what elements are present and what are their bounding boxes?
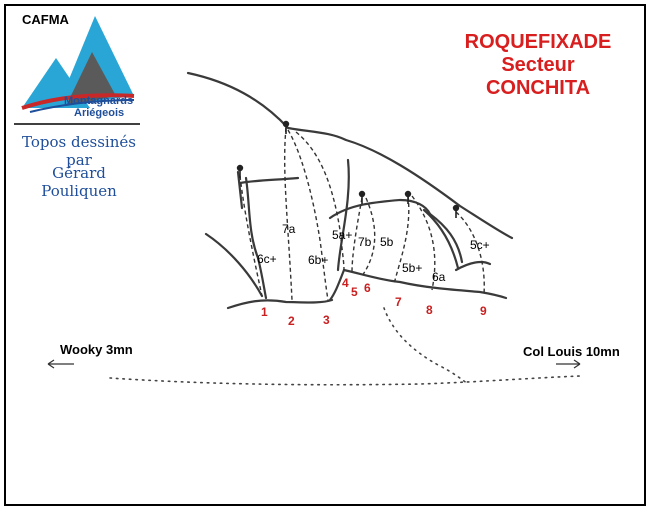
base-left	[226, 298, 334, 310]
route-number: 9	[480, 304, 487, 318]
logo-blue-swoosh	[29, 99, 135, 113]
grade-label: 5b+	[402, 261, 422, 275]
logo-name-line1: Montagnards	[64, 95, 133, 107]
anchor-icon	[404, 190, 412, 198]
route-number: 3	[323, 313, 330, 327]
grade-label: 6c+	[257, 252, 277, 266]
ledge-middle	[328, 198, 432, 220]
base-step	[328, 268, 346, 302]
approach-trail	[109, 375, 581, 386]
base-right	[342, 268, 508, 300]
approach-spur	[383, 307, 469, 385]
credit-line1: Topos dessinés par	[22, 133, 136, 169]
approach-left-label: Wooky 3mn	[60, 342, 133, 357]
credit-line2: Gérard Pouliquen	[41, 164, 117, 200]
route-2-line	[283, 127, 293, 301]
route-number: 2	[288, 314, 295, 328]
route-numbers: 1 2 3 4 5 6 7 8 9	[261, 276, 487, 328]
edge-left-face	[244, 176, 268, 300]
route-3-line	[287, 129, 329, 301]
route-number: 6	[364, 281, 371, 295]
route-number: 1	[261, 305, 268, 319]
route-5-line	[351, 197, 363, 273]
title-line1: ROQUEFIXADE	[464, 31, 612, 53]
crack-middle	[336, 158, 350, 272]
route-number: 8	[426, 303, 433, 317]
anchor-icon	[282, 120, 290, 128]
route-number: 4	[342, 276, 349, 290]
logo-red-swoosh	[21, 93, 135, 110]
route-7-line	[393, 195, 410, 285]
route-number: 7	[395, 295, 402, 309]
anchor-icon	[358, 190, 366, 198]
arrow-left-icon	[47, 359, 74, 369]
pillar-right	[422, 208, 460, 270]
approach-right-label: Col Louis 10mn	[523, 344, 620, 359]
route-8-line	[411, 195, 436, 291]
arrow-right-icon	[556, 359, 581, 369]
grade-label: 5a+	[332, 228, 352, 242]
anchor-icon	[236, 164, 244, 172]
logo-name-line2: Ariégeois	[74, 107, 124, 119]
page-title: ROQUEFIXADE Secteur CONCHITA	[428, 31, 648, 100]
grade-label: 7b	[358, 235, 372, 249]
edge-left-top	[236, 170, 244, 210]
pillar-right-inner	[428, 212, 464, 264]
route-4-line	[295, 131, 345, 271]
rock-outline	[186, 71, 514, 310]
route-9-line	[455, 211, 485, 295]
routes	[239, 127, 485, 301]
route-number: 5	[351, 285, 358, 299]
grade-label: 6b+	[308, 253, 328, 267]
grade-label: 7a	[282, 222, 296, 236]
title-line2: Secteur	[501, 54, 575, 76]
approach-path: Wooky 3mn Col Louis 10mn	[47, 307, 620, 386]
route-1-line	[239, 175, 263, 297]
grade-label: 5c+	[470, 238, 490, 252]
title-line3: CONCHITA	[485, 77, 591, 99]
grade-labels: 6c+ 7a 6b+ 5a+ 7b 5b 5b+ 6a 5c+	[257, 222, 490, 284]
edge-far-left	[204, 232, 264, 298]
grade-label: 6a	[432, 270, 446, 284]
route-6-line	[361, 197, 376, 277]
logo-org: CAFMA	[22, 12, 70, 27]
logo-mountain-center	[66, 52, 116, 106]
rock-top-edge	[186, 71, 514, 240]
ledge-right	[454, 260, 492, 272]
anchor-icon	[452, 204, 460, 212]
ledge-left	[238, 176, 300, 185]
cafma-logo: CAFMA Montagnards Ariégeois	[14, 12, 140, 125]
anchors	[236, 120, 460, 218]
grade-label: 5b	[380, 235, 394, 249]
